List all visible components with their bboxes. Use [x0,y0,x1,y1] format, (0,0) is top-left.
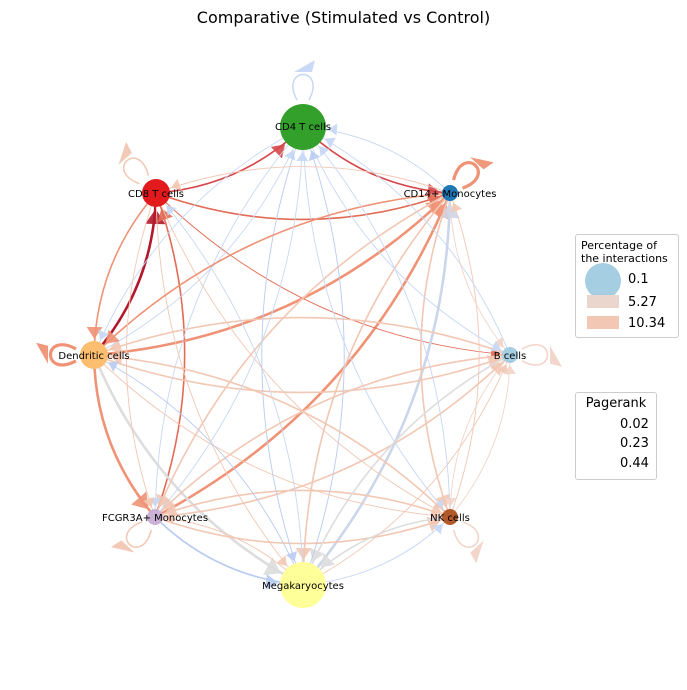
percentage-legend-entry: 10.34 [576,313,678,335]
percentage-legend-swatch [587,316,619,329]
edge-cd4-to-bcells [302,126,511,356]
node-circle-bcells [502,347,518,363]
edge-mega-to-cd8 [155,192,304,586]
edge-bcells-to-fcgr3a [154,354,511,518]
pagerank-legend-entry: 0.23 [576,436,656,454]
node-circle-cd4 [280,104,326,150]
node-label-dc: Dendritic cells [58,351,129,362]
percentage-legend-label: 5.27 [628,295,657,310]
edge-mega-to-cd14 [302,192,460,586]
edge-cd8-to-cd14 [155,192,451,221]
edge-fcgr3a-to-cd14 [154,192,452,519]
node-circle-cd8 [142,179,170,207]
edge-cd14-to-nk [420,192,451,518]
edge-nk-to-cd4 [302,126,451,518]
edge-mega-to-nk [302,516,451,586]
edge-mega-to-cd4 [302,126,345,586]
pagerank-legend-label: 0.02 [620,417,649,432]
node-circle-fcgr3a [147,509,163,525]
edge-cd8-to-cd8 [118,141,150,185]
node-label-cd8: CD8 T cells [128,189,184,200]
pagerank-legend-entry: 0.02 [576,417,656,435]
edge-cd4-to-mega [261,126,304,586]
edge-mega-to-dc [93,354,304,586]
edge-bcells-to-nk [444,354,511,518]
percentage-legend-title-line: the interactions [581,252,668,265]
edge-dc-to-fcgr3a [92,354,156,518]
percentage-legend-label: 0.1 [628,272,649,287]
chart-title: Comparative (Stimulated vs Control) [196,8,491,27]
edge-cd8-to-fcgr3a [125,192,157,518]
edge-bcells-to-cd4 [302,126,511,356]
pagerank-legend-label: 0.23 [620,436,649,451]
edge-fcgr3a-to-fcgr3a [110,521,153,553]
edge-cd14-to-fcgr3a [154,192,451,518]
pagerank-legend-entry: 0.44 [576,456,656,474]
node-mega: Megakaryocytes [262,562,344,608]
percentage-legend-swatch [587,295,619,308]
node-circle-dc [80,341,108,369]
edge-nk-to-bcells [449,354,516,518]
percentage-legend-title-line: Percentage of [581,239,657,252]
node-label-bcells: B cells [494,351,526,362]
edge-nk-to-mega [302,516,451,586]
edge-fcgr3a-to-cd4 [154,126,309,518]
edge-cd8-to-mega [155,192,304,586]
edge-dc-to-dc [36,342,77,367]
node-label-mega: Megakaryocytes [262,581,344,592]
edge-dc-to-bcells [93,354,511,394]
node-label-cd4: CD4 T cells [275,122,331,133]
edge-bcells-to-dc [93,316,511,356]
node-nk: NK cells [430,509,470,525]
edge-cd14-to-mega [295,192,451,586]
edge-cd14-to-dc [93,192,451,356]
pagerank-legend: Pagerank 0.02 0.23 0.44 [575,392,657,480]
edge-cd14-to-cd4 [302,123,451,194]
edges-layer [36,60,563,590]
node-label-nk: NK cells [430,513,470,524]
node-label-fcgr3a: FCGR3A+ Monocytes [102,513,208,524]
percentage-legend-entry: 0.1 [576,263,678,299]
edge-fcgr3a-to-nk [154,516,451,545]
percentage-legend-swatch [585,263,621,299]
percentage-legend-entry: 5.27 [576,292,678,314]
edge-bcells-to-mega [302,354,511,586]
node-fcgr3a: FCGR3A+ Monocytes [102,509,208,525]
pagerank-legend-title: Pagerank [585,396,647,411]
node-cd8: CD8 T cells [128,179,184,207]
node-cd4: CD4 T cells [275,104,331,150]
edge-cd4-to-dc [93,126,304,356]
edge-cd14-to-cd8 [155,166,451,194]
edge-fcgr3a-to-mega [154,516,304,590]
edge-nk-to-dc [93,349,451,518]
pagerank-legend-label: 0.44 [620,456,649,471]
edge-cd14-to-cd14 [452,157,494,190]
node-circle-mega [280,562,326,608]
edge-cd4-to-cd4 [292,60,315,101]
edge-nk-to-cd14 [449,192,480,518]
edge-bcells-to-bcells [521,344,563,367]
node-label-cd14: CD14+ Monocytes [404,189,497,200]
edge-nk-to-nk [452,521,484,564]
edge-cd8-to-nk [155,192,451,518]
node-dc: Dendritic cells [58,341,130,369]
percentage-legend-label: 10.34 [628,316,666,331]
node-cd14: CD14+ Monocytes [404,185,497,201]
node-circle-cd14 [442,185,458,201]
node-bcells: B cells [494,347,526,363]
node-circle-nk [442,509,458,525]
